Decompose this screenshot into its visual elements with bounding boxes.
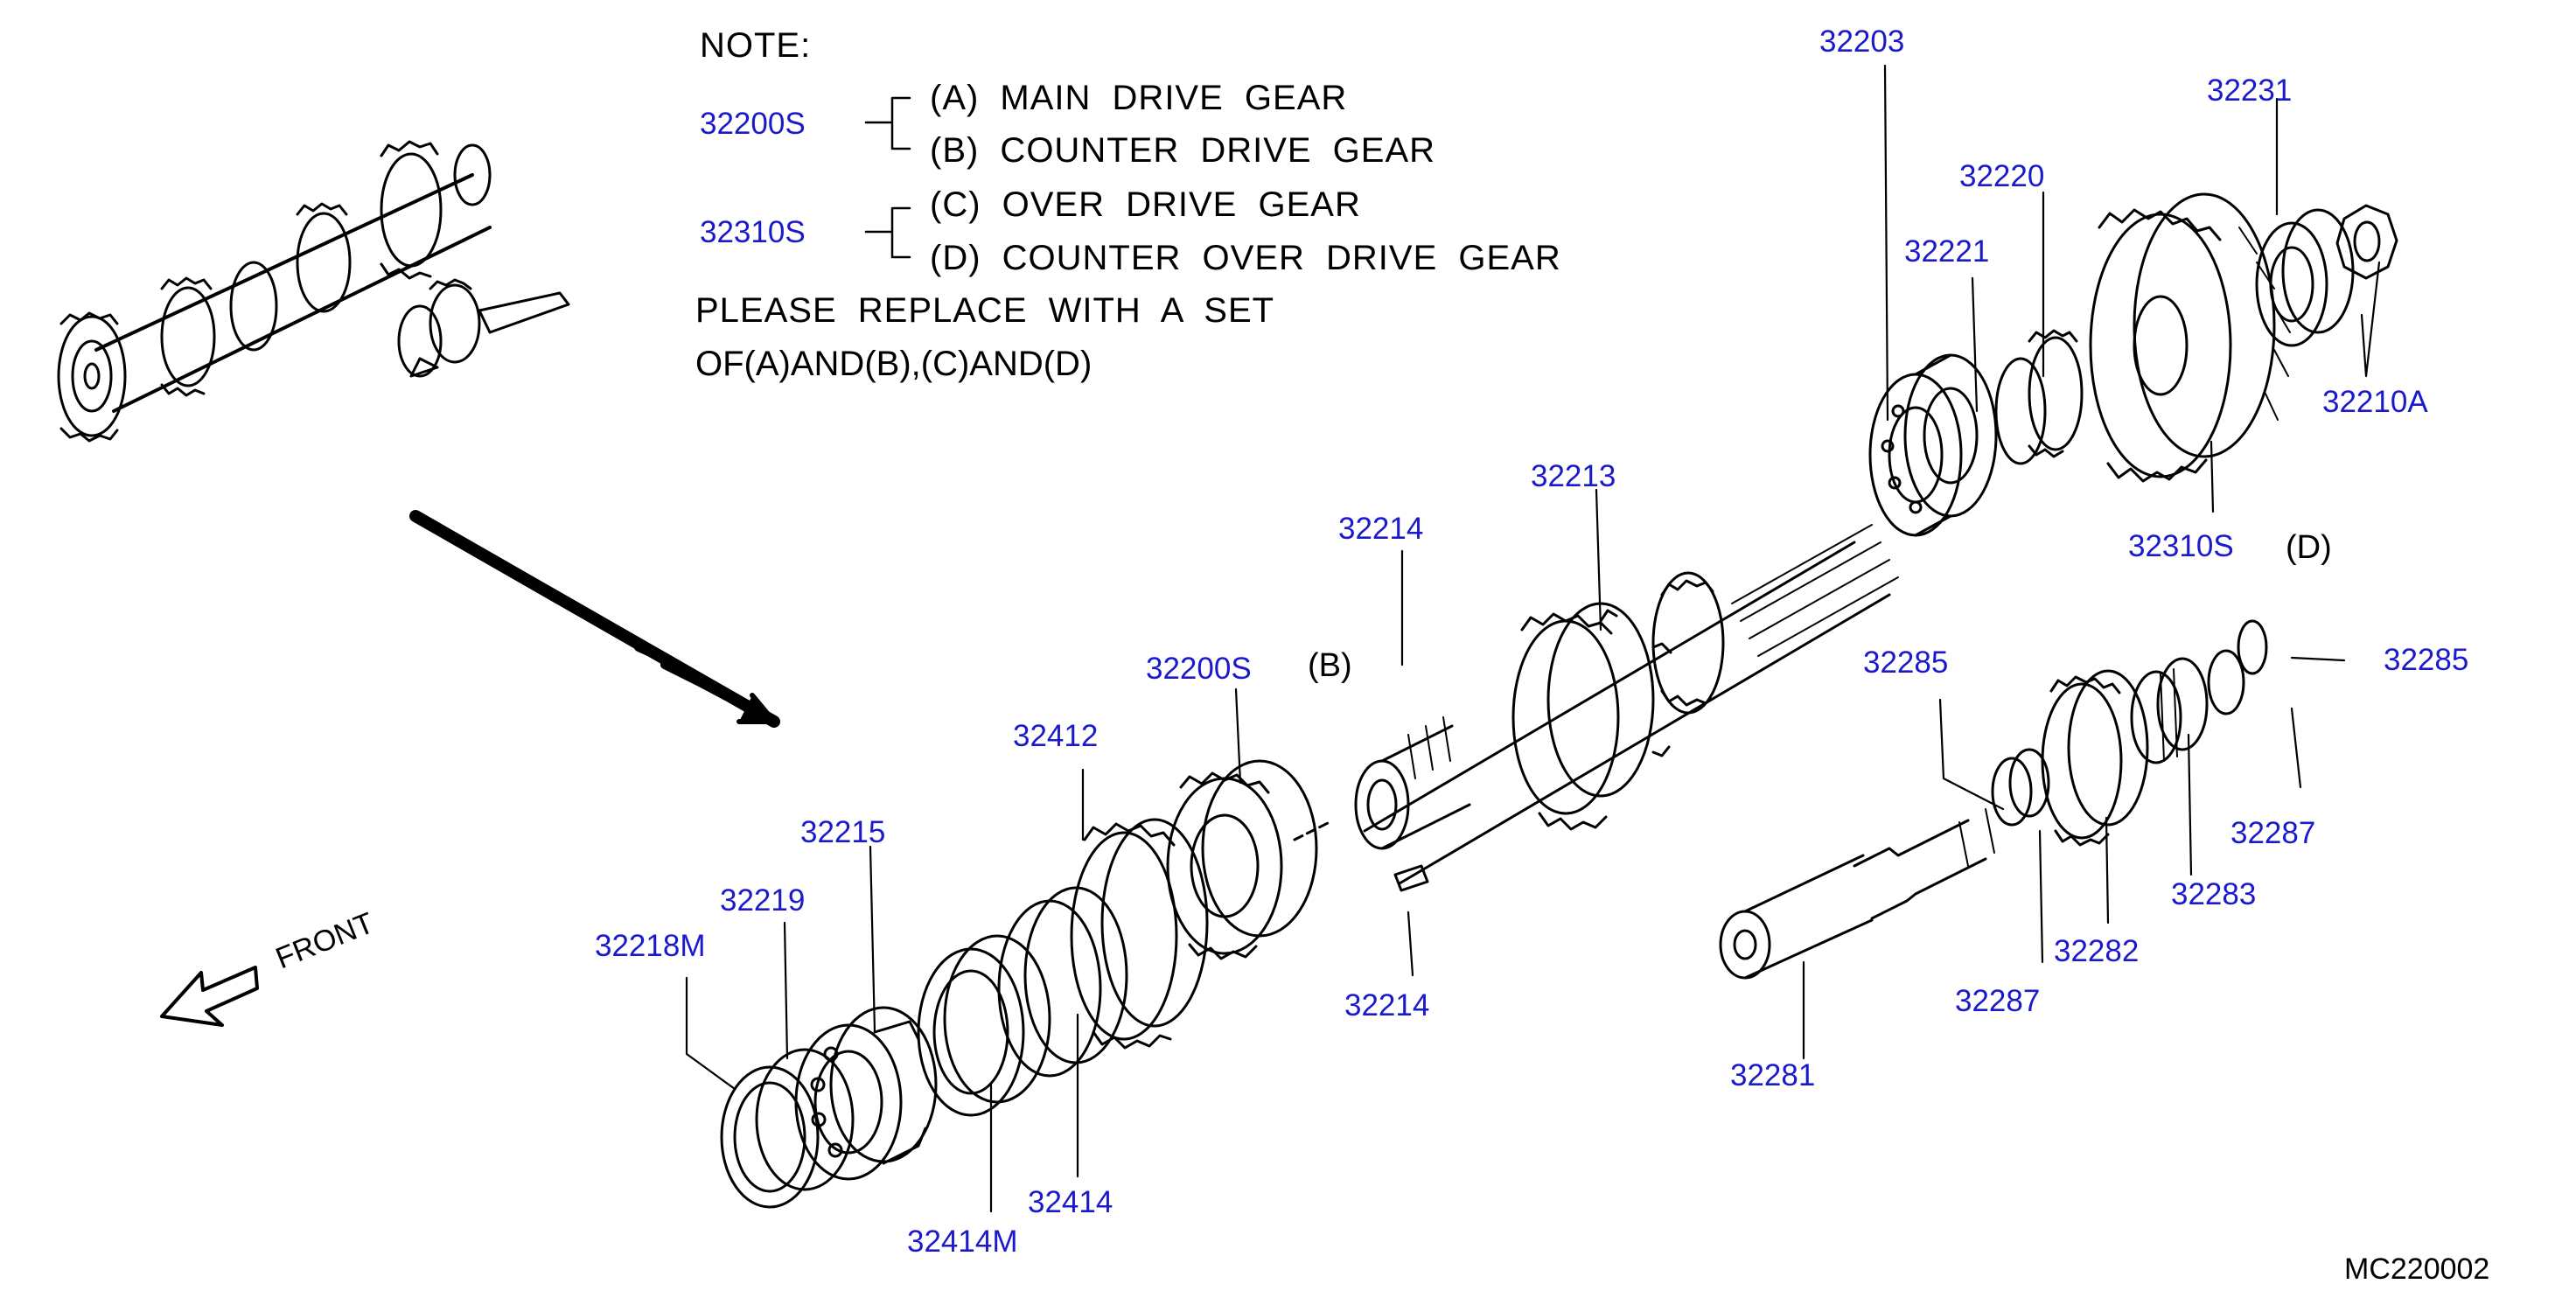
- leader-lines: [685, 64, 2381, 1213]
- diagram-code: MC220002: [2344, 1253, 2490, 1286]
- note-instruction-2: OF(A)AND(B),(C)AND(D): [695, 345, 1093, 383]
- assembly-thumbnail: [57, 140, 570, 443]
- synchro-assembly: [720, 759, 1429, 1209]
- note-brackets: [864, 96, 911, 259]
- part-callout-32287-left[interactable]: 32287: [1955, 984, 2041, 1018]
- assembly-direction-arrow: [409, 510, 780, 728]
- part-callout-32283[interactable]: 32283: [2171, 877, 2257, 911]
- note-line-a: (A) MAIN DRIVE GEAR: [930, 79, 1348, 117]
- front-direction-arrow: [160, 966, 259, 1027]
- part-callout-32219[interactable]: 32219: [720, 883, 806, 918]
- part-callout-32221[interactable]: 32221: [1904, 234, 1990, 269]
- gear-tag-d: (D): [2286, 529, 2332, 566]
- part-callout-32200S[interactable]: 32200S: [1146, 652, 1252, 686]
- note-group-32310S[interactable]: 32310S: [700, 215, 806, 249]
- part-callout-32213[interactable]: 32213: [1531, 459, 1616, 493]
- note-heading: NOTE:: [700, 26, 812, 65]
- part-callout-32218M[interactable]: 32218M: [595, 929, 706, 963]
- counter-shaft-assembly: [1719, 619, 2268, 980]
- note-group-32200S[interactable]: 32200S: [700, 107, 806, 141]
- part-callout-32310S[interactable]: 32310S: [2128, 529, 2234, 563]
- part-callout-32285-right[interactable]: 32285: [2384, 643, 2469, 677]
- part-callout-32281[interactable]: 32281: [1730, 1058, 1816, 1092]
- gear-tag-b: (B): [1308, 647, 1352, 684]
- note-line-c: (C) OVER DRIVE GEAR: [930, 185, 1361, 224]
- part-callout-32214-upper[interactable]: 32214: [1338, 512, 1424, 546]
- part-callout-32412[interactable]: 32412: [1013, 719, 1099, 753]
- part-callout-32215[interactable]: 32215: [800, 815, 886, 849]
- part-callout-32285-left[interactable]: 32285: [1863, 646, 1949, 680]
- main-shaft-assembly: [1354, 192, 2398, 885]
- part-callout-32414M[interactable]: 32414M: [907, 1225, 1018, 1259]
- part-callout-32282[interactable]: 32282: [2054, 934, 2140, 968]
- note-line-b: (B) COUNTER DRIVE GEAR: [930, 131, 1436, 170]
- part-callout-32220[interactable]: 32220: [1959, 159, 2045, 193]
- note-line-d: (D) COUNTER OVER DRIVE GEAR: [930, 239, 1561, 277]
- part-callout-32210A[interactable]: 32210A: [2322, 385, 2428, 419]
- part-callout-32214-lower[interactable]: 32214: [1344, 988, 1430, 1022]
- part-callout-32287-right[interactable]: 32287: [2230, 816, 2316, 850]
- part-callout-32414[interactable]: 32414: [1028, 1185, 1113, 1219]
- part-callout-32203[interactable]: 32203: [1819, 24, 1905, 59]
- part-callout-32231[interactable]: 32231: [2207, 73, 2293, 108]
- note-instruction-1: PLEASE REPLACE WITH A SET: [695, 291, 1275, 330]
